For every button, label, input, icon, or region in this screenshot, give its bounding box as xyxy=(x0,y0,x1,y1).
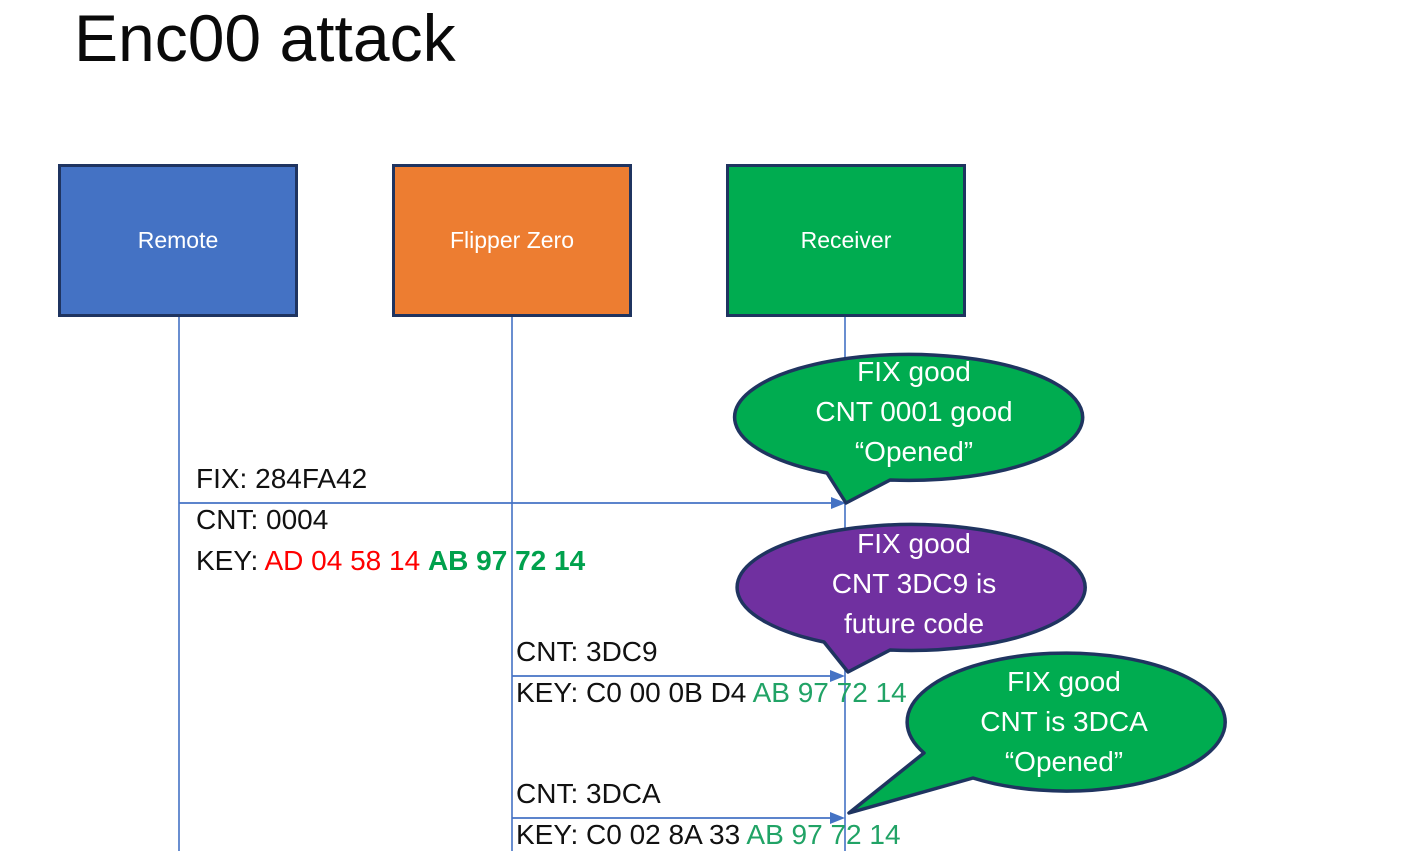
message-3-cnt-line: CNT: 3DCA xyxy=(516,778,661,809)
slide-title: Enc00 attack xyxy=(74,1,456,75)
message-1-cnt-line: CNT: 0004 xyxy=(196,504,329,535)
message-2-key-line: KEY: C0 00 0B D4 AB 97 72 14 xyxy=(516,672,907,713)
arrowhead-icon xyxy=(831,497,846,509)
message-2-cnt-line: CNT: 3DC9 xyxy=(516,636,658,667)
actor-box-flipper-zero: Flipper Zero xyxy=(392,164,632,317)
actor-label-receiver: Receiver xyxy=(800,227,892,253)
key-bytes-green: AB 97 72 14 xyxy=(752,677,907,708)
actor-box-receiver: Receiver xyxy=(726,164,966,317)
actor-label-flipper-zero: Flipper Zero xyxy=(450,227,574,253)
message-1-key-line: KEY: AD 04 58 14 AB 97 72 14 xyxy=(196,540,585,581)
callout-3-line-1: FIX good xyxy=(1007,666,1121,697)
message-arrow-2 xyxy=(512,670,845,682)
message-arrow-3 xyxy=(512,812,845,824)
callout-1-line-2: CNT 0001 good xyxy=(815,396,1013,427)
message-1-labels: FIX: 284FA42 CNT: 0004 KEY: AD 04 58 14 … xyxy=(196,458,585,581)
key-label: KEY: xyxy=(196,545,265,576)
arrowhead-icon xyxy=(830,670,845,682)
callout-3-line-2: CNT is 3DCA xyxy=(980,706,1148,737)
callout-bubble-1 xyxy=(732,352,1085,505)
message-3-key-line: KEY: C0 02 8A 33 AB 97 72 14 xyxy=(516,814,901,855)
arrowhead-icon xyxy=(830,812,845,824)
key-bytes-red: AD 04 58 14 xyxy=(264,545,428,576)
callout-bubble-3 xyxy=(847,651,1227,815)
callout-1-line-1: FIX good xyxy=(857,356,971,387)
callout-2-text: FIX good CNT 3DC9 is future code xyxy=(740,524,1088,644)
callout-2-line-3: future code xyxy=(843,608,985,639)
callout-1-line-3: “Opened” xyxy=(854,436,974,467)
message-arrow-1 xyxy=(179,497,846,509)
key-bytes-green: AB 97 72 14 xyxy=(746,819,901,850)
message-3-labels: CNT: 3DCA KEY: C0 02 8A 33 AB 97 72 14 xyxy=(516,773,901,855)
message-1-fix-line: FIX: 284FA42 xyxy=(196,463,368,494)
callout-3-text: FIX good CNT is 3DCA “Opened” xyxy=(905,662,1223,782)
actor-box-remote: Remote xyxy=(58,164,298,317)
message-2-labels: CNT: 3DC9 KEY: C0 00 0B D4 AB 97 72 14 xyxy=(516,631,907,713)
key-label: KEY: C0 00 0B D4 xyxy=(516,677,753,708)
callout-2-line-2: CNT 3DC9 is xyxy=(831,568,997,599)
callout-1-text: FIX good CNT 0001 good “Opened” xyxy=(740,352,1088,472)
key-bytes-green: AB 97 72 14 xyxy=(427,545,586,576)
callout-3-line-3: “Opened” xyxy=(1004,746,1124,777)
callout-bubble-2 xyxy=(735,522,1087,674)
callout-2-line-1: FIX good xyxy=(857,528,971,559)
actor-label-remote: Remote xyxy=(137,227,219,253)
key-label: KEY: C0 02 8A 33 xyxy=(516,819,747,850)
